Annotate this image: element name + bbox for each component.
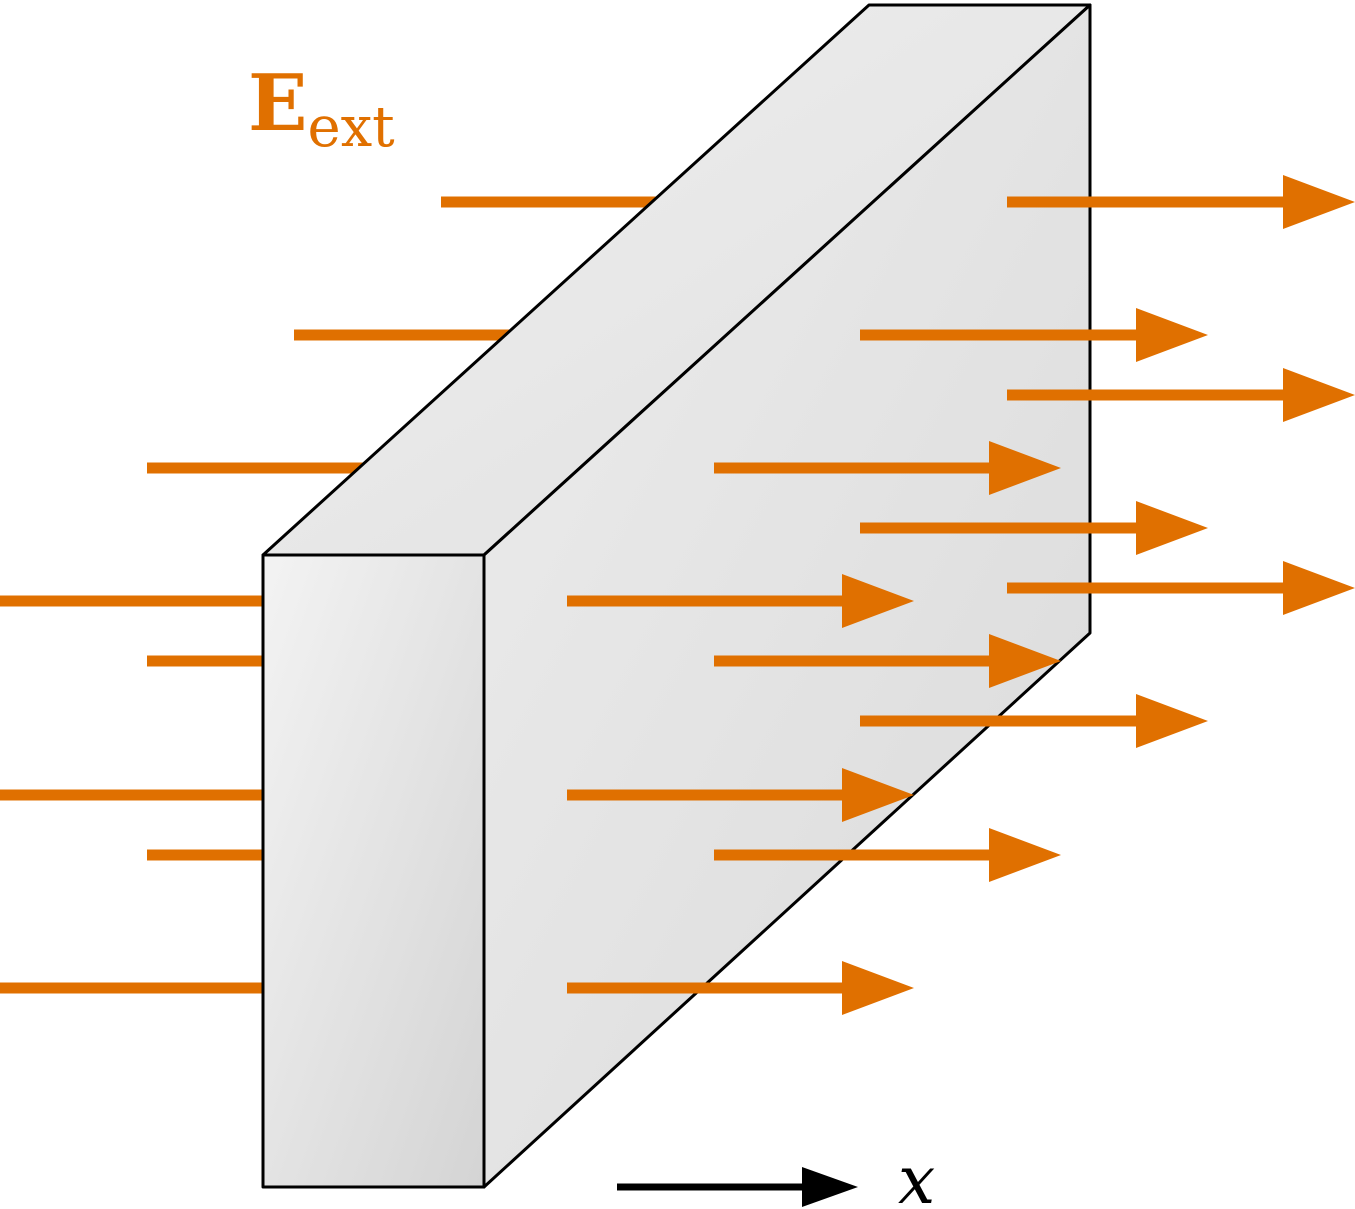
outgoing-field-arrows	[567, 175, 1355, 1015]
field-arrow	[567, 768, 914, 822]
right-arrow-icon	[1136, 308, 1208, 362]
right-arrow-icon	[1136, 501, 1208, 555]
field-arrow	[567, 574, 914, 628]
slab-front-face	[261, 553, 486, 1189]
right-arrow-icon	[842, 768, 914, 822]
field-arrow	[567, 961, 914, 1015]
right-arrow-icon	[842, 961, 914, 1015]
field-label: Eext	[248, 58, 395, 160]
field-arrow	[714, 828, 1061, 882]
right-arrow-icon	[1283, 175, 1355, 229]
axis-indicator: x	[617, 1142, 935, 1209]
field-label-main: E	[248, 58, 307, 149]
right-arrow-icon	[1136, 694, 1208, 748]
right-arrow-icon	[989, 634, 1061, 688]
right-arrow-icon	[989, 441, 1061, 495]
right-arrow-icon	[802, 1167, 858, 1207]
field-arrow	[714, 634, 1061, 688]
axis-label: x	[898, 1142, 935, 1209]
field-label-subscript: ext	[307, 95, 395, 160]
field-arrow	[860, 501, 1208, 555]
field-arrow	[860, 308, 1208, 362]
incoming-field-lines	[0, 196, 660, 994]
right-arrow-icon	[1283, 368, 1355, 422]
field-arrow	[714, 441, 1061, 495]
field-arrow	[860, 694, 1208, 748]
right-arrow-icon	[989, 828, 1061, 882]
right-arrow-icon	[842, 574, 914, 628]
field-arrow	[1007, 368, 1355, 422]
field-arrow	[1007, 175, 1355, 229]
field-arrow	[1007, 561, 1355, 615]
right-arrow-icon	[1283, 561, 1355, 615]
